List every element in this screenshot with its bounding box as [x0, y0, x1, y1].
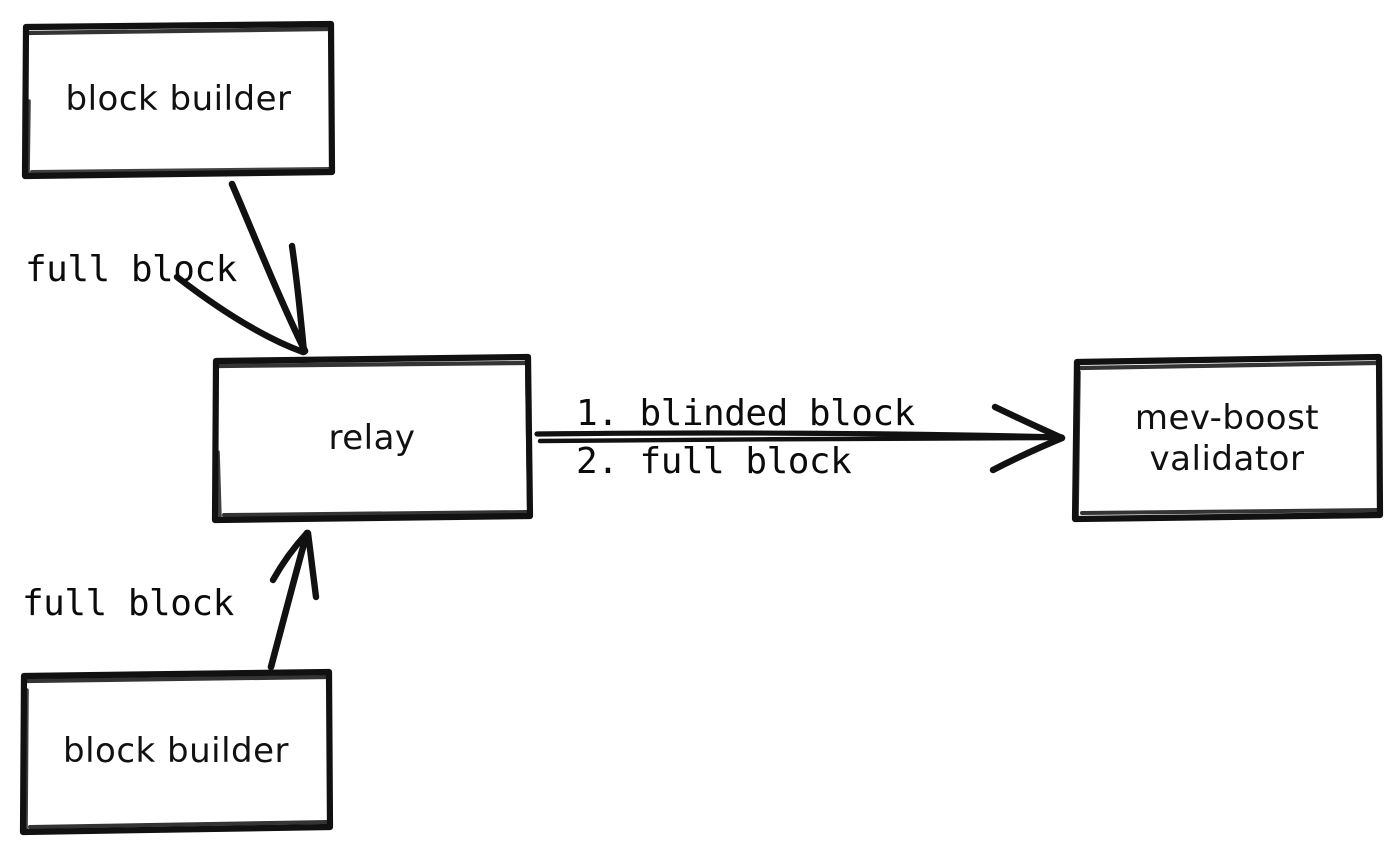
- node-shape-relay[interactable]: [211, 353, 534, 524]
- node-hit-block-builder-bottom[interactable]: [22, 672, 330, 832]
- node-shape-block-builder-top[interactable]: [21, 20, 336, 180]
- node-shape-block-builder-bottom[interactable]: [19, 668, 334, 836]
- edge-label-blinded-block: 1. blinded block: [576, 393, 915, 434]
- arrow-builder-bottom-to-relay: [267, 529, 320, 671]
- edge-label-full-block-step2: 2. full block: [576, 441, 852, 482]
- node-shape-mev-boost-validator[interactable]: [1071, 353, 1384, 523]
- edge-label-full-block-bottom: full block: [22, 583, 234, 624]
- edge-label-full-block-top: full block: [25, 249, 237, 290]
- node-hit-mev-boost-validator[interactable]: [1074, 358, 1380, 520]
- node-hit-block-builder-top[interactable]: [25, 25, 332, 175]
- arrow-relay-to-validator: [534, 403, 1066, 474]
- arrow-builder-top-to-relay: [173, 180, 309, 356]
- node-hit-relay[interactable]: [214, 358, 530, 520]
